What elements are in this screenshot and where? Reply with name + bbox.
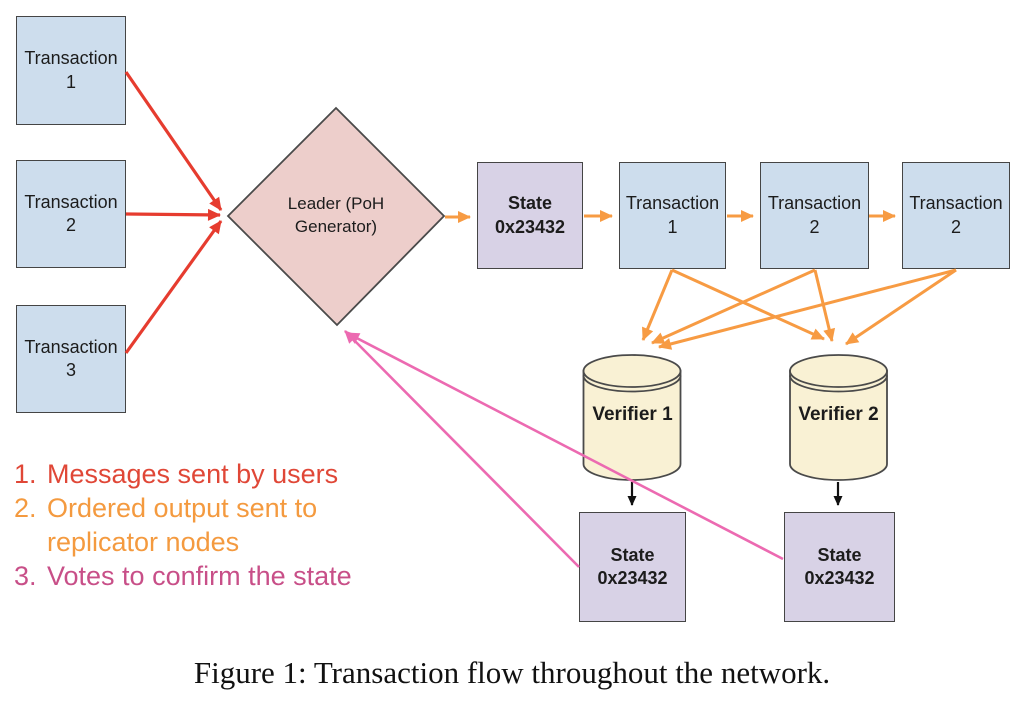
verifier-2-label: Verifier 2 <box>798 404 879 425</box>
arrow-red-tx3-to-leader <box>124 220 223 354</box>
node-transaction-2: Transaction 2 <box>16 160 126 268</box>
legend-item-votes: 3. Votes to confirm the state <box>14 559 404 593</box>
node-state-verifier-1: State 0x23432 <box>579 512 686 622</box>
arrow-red-tx2-to-leader <box>125 208 221 221</box>
legend-item-messages: 1. Messages sent by users <box>14 457 404 491</box>
legend-item-text: Ordered output sent to replicator nodes <box>47 493 318 557</box>
legend-item-number: 1. <box>14 459 37 489</box>
arrow-orange-tx2a-to-verifier2 <box>813 269 836 342</box>
node-chain-transaction-2a: Transaction 2 <box>760 162 869 269</box>
node-transaction-3: Transaction 3 <box>16 305 126 413</box>
arrow-orange-tx2b-to-verifier1 <box>658 268 957 350</box>
node-state-verifier-2: State 0x23432 <box>784 512 895 622</box>
arrow-pink-state2-to-leader <box>346 331 784 561</box>
figure-caption: Figure 1: Transaction flow throughout th… <box>193 655 831 690</box>
node-chain-transaction-1: Transaction 1 <box>619 162 726 269</box>
legend-item-ordered-output: 2. Ordered output sent to replicator nod… <box>14 491 404 559</box>
legend-item-text: Votes to confirm the state <box>47 561 352 591</box>
node-chain-transaction-2b: Transaction 2 <box>902 162 1010 269</box>
verifier-1-label: Verifier 1 <box>592 404 673 425</box>
node-transaction-1: Transaction 1 <box>16 16 126 125</box>
arrow-orange-tx2a-to-verifier1 <box>651 268 816 345</box>
arrow-orange-tx1-to-verifier2 <box>671 268 825 341</box>
node-state-top: State 0x23432 <box>477 162 583 269</box>
arrow-orange-tx1-to-verifier1 <box>641 269 674 341</box>
legend-item-number: 3. <box>14 561 37 591</box>
legend-item-number: 2. <box>14 493 37 523</box>
legend-item-text: Messages sent by users <box>47 459 339 489</box>
arrow-red-tx1-to-leader <box>124 71 223 211</box>
arrow-orange-tx2b-to-verifier2 <box>845 268 957 346</box>
legend: 1. Messages sent by users 2. Ordered out… <box>14 457 404 593</box>
leader-label: Leader (PoH Generator) <box>287 194 385 236</box>
